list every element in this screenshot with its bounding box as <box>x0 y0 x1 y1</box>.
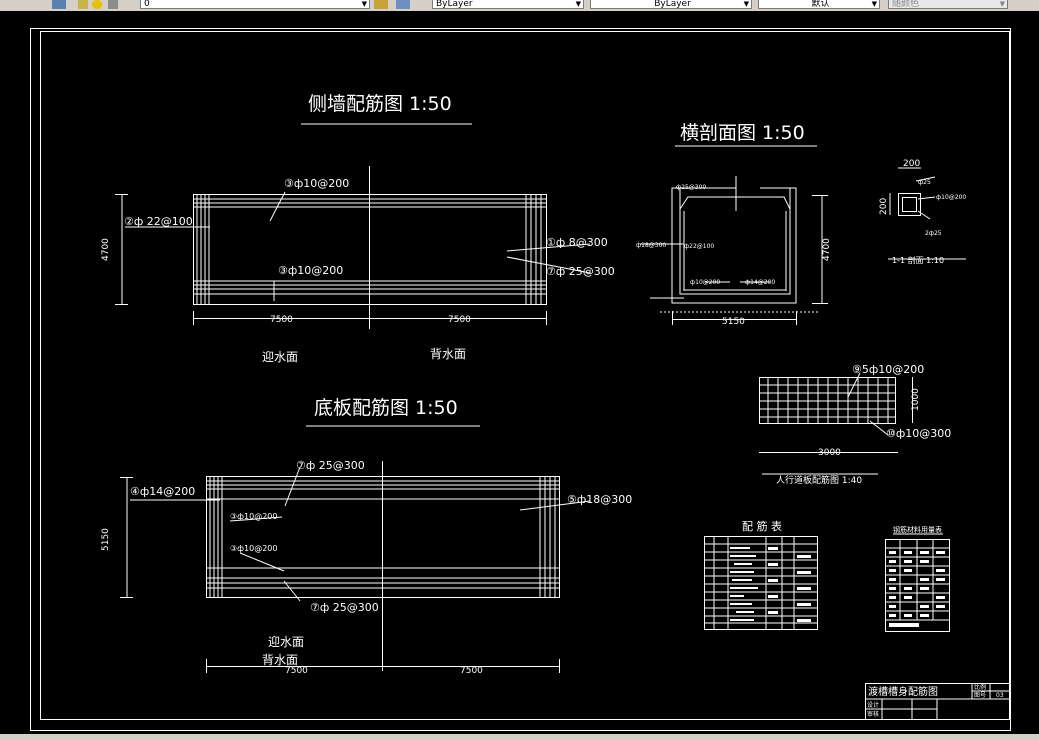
section-1-1-dim-side: 200 <box>879 198 889 215</box>
chevron-down-icon[interactable]: ▼ <box>871 0 877 8</box>
side-wall-dim-height: 4700 <box>101 238 111 261</box>
cross-section-title: 横剖面图 1:50 <box>680 122 805 144</box>
title-block-drawing-name: 渡槽槽身配筋图 <box>868 685 938 698</box>
side-wall-dim-right: 7500 <box>448 315 471 325</box>
bottom-slab-label-3b: ③ф10@200 <box>230 544 277 553</box>
cross-section-label-4: ф10@200 <box>690 279 720 286</box>
title-block-label-check: 审核 <box>867 710 879 718</box>
chevron-down-icon[interactable]: ▼ <box>999 0 1005 8</box>
linetype-combo-value: ByLayer <box>654 0 691 9</box>
bottom-slab-dim-left: 7500 <box>285 666 308 676</box>
cross-section-label-1: ф22@100 <box>684 243 714 250</box>
drawing-border-inner <box>40 31 1010 720</box>
section-1-1-label-2: 2ф25 <box>925 230 942 237</box>
layer-combo[interactable]: 0 ▼ <box>140 0 370 9</box>
title-block-label-no: 图号 <box>974 692 986 699</box>
plotstyle-combo[interactable]: 随颜色 ▼ <box>888 0 1008 9</box>
cross-section-label-2: ф18@300 <box>636 242 666 249</box>
walkway-label-10: ⑩ф10@300 <box>886 427 951 440</box>
material-table-title: 钢筋材料用量表 <box>893 525 942 534</box>
cross-section-label-0: ф25@300 <box>676 184 706 191</box>
walkway-label-9: ⑨5ф10@200 <box>852 363 924 376</box>
freeze-icon[interactable] <box>92 0 102 9</box>
side-wall-label-7: ⑦ф 25@300 <box>546 265 615 278</box>
layer-manager-icon[interactable] <box>52 0 66 9</box>
bottom-slab-dim-height: 5150 <box>101 528 111 551</box>
properties-toolbar: 0 ▼ ByLayer ▼ ByLayer ▼ 默认 ▼ 随颜色 ▼ <box>0 0 1039 12</box>
chevron-down-icon[interactable]: ▼ <box>575 0 581 8</box>
layer-state-icon[interactable] <box>78 0 88 9</box>
bottom-slab-label-3a: ③ф10@200 <box>230 512 277 521</box>
vertical-scrollbar[interactable] <box>1029 11 1039 734</box>
side-wall-label-3a: ③ф10@200 <box>284 177 349 190</box>
plotstyle-combo-value: 随颜色 <box>892 0 920 9</box>
chevron-down-icon[interactable]: ▼ <box>743 0 749 8</box>
bottom-slab-title: 底板配筋图 1:50 <box>314 397 458 419</box>
drawing-border-outer <box>30 28 1011 731</box>
cross-section-dim-width: 5150 <box>722 317 745 327</box>
title-block: 渡槽槽身配筋图 比例 图号 03 设计 审核 <box>865 683 1010 720</box>
section-1-1-drawing: 200 200 ф25 ф10@200 2ф25 1-1 剖面 1:10 <box>879 159 966 265</box>
bottom-slab-drawing: 底板配筋图 1:50 <box>101 397 632 676</box>
material-table: 钢筋材料用量表 <box>885 525 950 632</box>
color-combo-value: ByLayer <box>436 0 473 9</box>
linetype-combo[interactable]: ByLayer ▼ <box>590 0 752 9</box>
walkway-drawing: ⑨5ф10@200 ⑩ф10@300 1000 3000 人行道板配筋图 1:4… <box>759 363 951 486</box>
status-bar <box>0 734 1039 740</box>
section-1-1-title: 1-1 剖面 1:10 <box>892 255 944 265</box>
rebar-table-title: 配 筋 表 <box>742 519 782 533</box>
layer-combo-value: 0 <box>144 0 150 9</box>
bottom-slab-label-4: ④ф14@200 <box>130 485 195 498</box>
cross-section-drawing: 横剖面图 1:50 4700 5150 ф25@300 ф <box>636 122 832 327</box>
title-block-value-no: 03 <box>996 692 1004 699</box>
color-combo[interactable]: ByLayer ▼ <box>432 0 584 9</box>
side-wall-label-2: ②ф 22@100 <box>124 215 193 228</box>
lineweight-combo-value: 默认 <box>811 0 830 9</box>
layer-previous-icon[interactable] <box>396 0 410 9</box>
title-block-label-scale: 比例 <box>974 683 986 691</box>
section-1-1-dim-top: 200 <box>903 159 920 169</box>
side-wall-title: 侧墙配筋图 1:50 <box>308 93 452 115</box>
lock-icon[interactable] <box>108 0 118 9</box>
side-wall-face-front: 迎水面 <box>262 350 298 364</box>
side-wall-label-1: ①ф 8@300 <box>546 236 608 249</box>
make-current-icon[interactable] <box>374 0 388 9</box>
cross-section-label-3: ф14@200 <box>745 279 775 286</box>
side-wall-dim-left: 7500 <box>270 315 293 325</box>
bottom-slab-label-7b: ⑦ф 25@300 <box>310 601 379 614</box>
rebar-table: 配 筋 表 <box>704 519 818 630</box>
side-wall-drawing: 侧墙配筋图 1:50 <box>101 93 615 364</box>
side-wall-label-3b: ③ф10@200 <box>278 264 343 277</box>
lineweight-combo[interactable]: 默认 ▼ <box>758 0 880 9</box>
walkway-dim-width: 3000 <box>818 448 841 458</box>
bottom-slab-label-5: ⑤ф18@300 <box>567 493 632 506</box>
section-1-1-label-1: ф10@200 <box>936 194 966 201</box>
walkway-dim-height: 1000 <box>911 388 921 411</box>
bottom-slab-face-back: 背水面 <box>262 653 298 667</box>
bottom-slab-face-front: 迎水面 <box>268 635 304 649</box>
chevron-down-icon[interactable]: ▼ <box>361 0 367 8</box>
title-block-label-design: 设计 <box>867 701 879 709</box>
bottom-slab-label-7a: ⑦ф 25@300 <box>296 459 365 472</box>
walkway-title: 人行道板配筋图 1:40 <box>776 474 862 486</box>
bottom-slab-dim-right: 7500 <box>460 666 483 676</box>
cross-section-dim-height: 4700 <box>822 238 832 261</box>
drawing-canvas[interactable]: 侧墙配筋图 1:50 <box>0 11 1039 734</box>
side-wall-face-back: 背水面 <box>430 347 466 361</box>
section-1-1-label-0: ф25 <box>918 179 931 186</box>
